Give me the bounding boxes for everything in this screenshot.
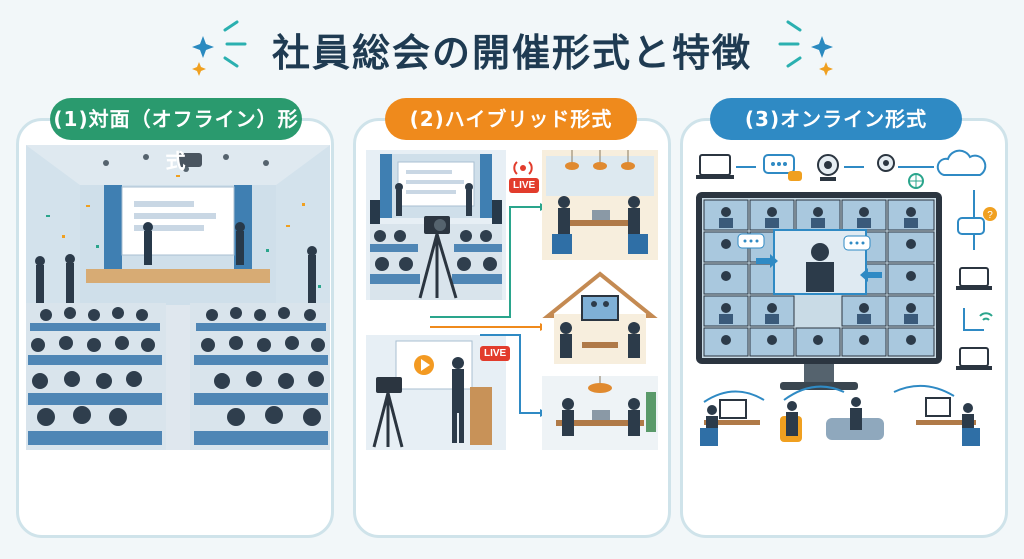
chat-bubble-icon [737, 233, 765, 249]
globe-icon [908, 173, 924, 189]
online-top-icons [694, 145, 1004, 193]
laptop-icon [956, 267, 992, 290]
hybrid-home-remote-illustration [542, 268, 658, 368]
sparkle-right-icon [778, 20, 833, 76]
page-title: 社員総会の開催形式と特徴 [271, 31, 752, 75]
live-badge-bottom: LIVE [480, 346, 511, 361]
live-broadcast-icon [513, 161, 533, 175]
hybrid-cafe-remote-illustration [542, 150, 658, 260]
online-video-call-monitor [694, 190, 944, 398]
hybrid-connection-arrows [430, 203, 548, 417]
hybrid-format-label: (2)ハイブリッド形式 [385, 98, 637, 140]
laptop-icon [696, 154, 734, 179]
online-side-icons: ? [944, 190, 1004, 390]
wifi-icon [979, 312, 993, 321]
camera-icon [372, 377, 404, 448]
hybrid-venue-stage-illustration [366, 150, 506, 300]
laptop-icon [956, 347, 992, 370]
projector-icon [178, 153, 202, 167]
chat-bubble-icon [957, 217, 985, 235]
chat-bubble-icon [843, 235, 871, 251]
live-badge-top: LIVE [509, 178, 540, 193]
offline-format-label: (1)対面（オフライン）形式 [50, 98, 302, 173]
question-bubble-icon: ? [983, 207, 997, 221]
webcam-icon [817, 154, 839, 181]
chat-bubble-icon [763, 154, 795, 174]
online-format-label: (3)オンライン形式 [710, 98, 962, 140]
offline-auditorium-illustration [26, 145, 330, 450]
cloud-icon [936, 149, 987, 176]
video-camera-icon [418, 216, 458, 299]
svg-text:?: ? [987, 210, 993, 221]
online-remote-participants-illustration [694, 372, 1004, 452]
hybrid-office-remote-illustration [542, 376, 658, 450]
sparkle-left-icon [192, 20, 247, 76]
webcam-icon [877, 154, 895, 172]
